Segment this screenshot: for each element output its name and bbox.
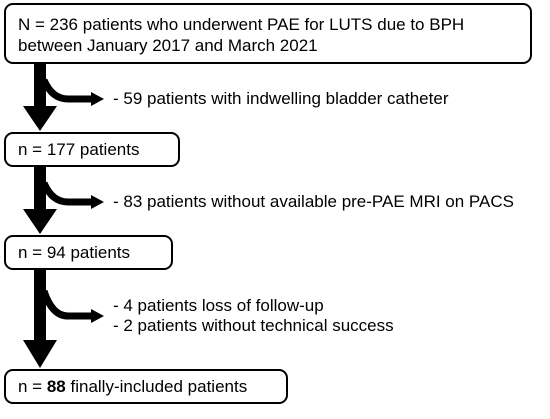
exclusion-text-3a: - 4 patients loss of follow-up	[113, 296, 324, 315]
exclusion-arrow-2	[40, 181, 104, 209]
step-2-box: n = 94 patients	[4, 235, 173, 270]
step-2-text: n = 94 patients	[18, 243, 131, 262]
initial-population-line-1: N = 236 patients who underwent PAE for L…	[18, 15, 465, 34]
final-suffix: finally-included patients	[65, 377, 248, 396]
final-cohort-box: n = 88 finally-included patients	[4, 369, 288, 404]
exclusion-text-3b: - 2 patients without technical success	[113, 316, 394, 335]
step-1-text: n = 177 patients	[18, 140, 140, 159]
step-1-box: n = 177 patients	[4, 132, 180, 167]
final-cohort-text: n = 88 finally-included patients	[18, 376, 286, 397]
final-prefix: n =	[18, 377, 47, 396]
down-arrow-1	[23, 64, 57, 131]
down-arrow-3	[23, 270, 57, 368]
initial-population-line-2: between January 2017 and March 2021	[18, 36, 318, 55]
down-arrow-2	[23, 167, 57, 234]
final-count: 88	[46, 377, 66, 396]
exclusion-arrow-3	[40, 289, 104, 323]
exclusion-text-1: - 59 patients with indwelling bladder ca…	[113, 89, 449, 108]
exclusion-arrow-1	[40, 78, 104, 106]
exclusion-text-2: - 83 patients without available pre-PAE …	[113, 192, 514, 211]
initial-population-box: N = 236 patients who underwent PAE for L…	[4, 3, 532, 64]
